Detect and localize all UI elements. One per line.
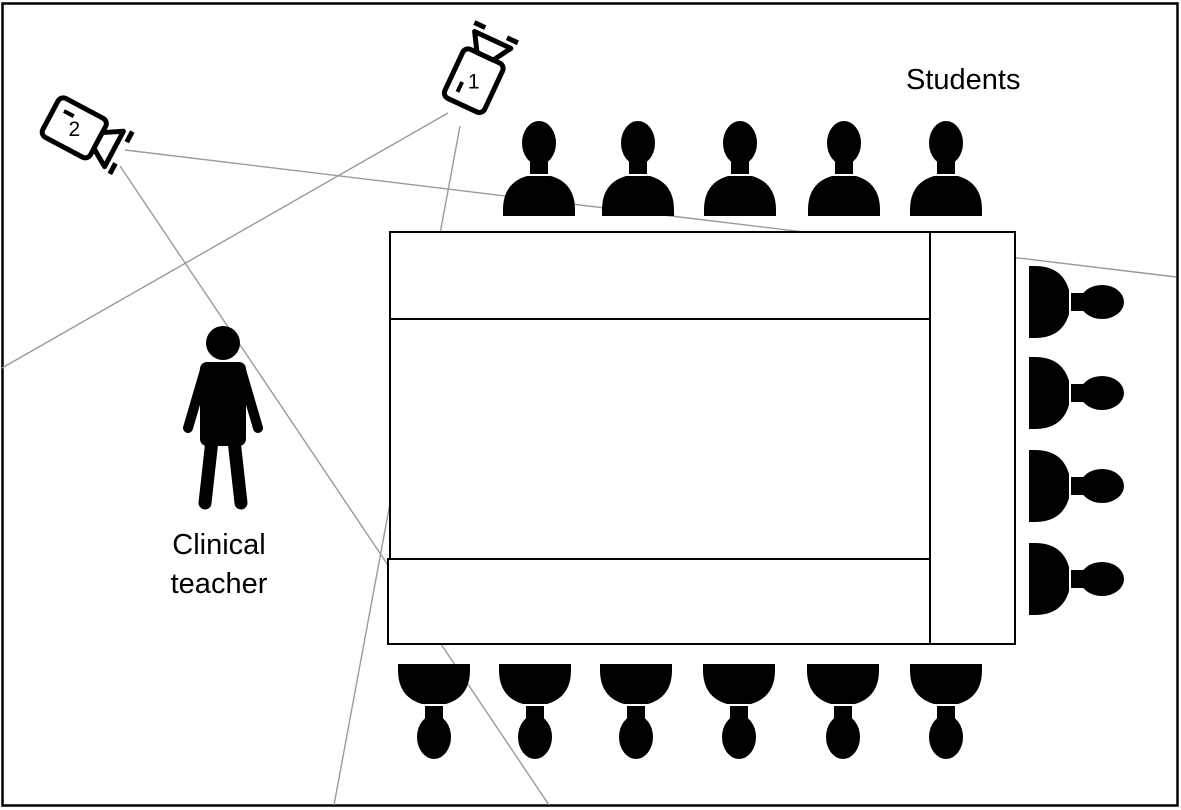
camera-2-icon: 2 xyxy=(39,95,135,176)
student-icon xyxy=(398,664,470,759)
student-icon xyxy=(503,121,575,216)
students-label: Students xyxy=(906,64,1021,96)
teacher-label-line-2: teacher xyxy=(170,568,268,600)
teacher-label: Clinical teacher xyxy=(148,526,290,604)
table xyxy=(387,231,1016,645)
student-icon xyxy=(1029,266,1124,338)
camera-1-sightline-left xyxy=(1,112,449,369)
teacher-figure-icon xyxy=(183,326,263,510)
student-icon xyxy=(499,664,571,759)
table-bottom-section xyxy=(387,558,931,645)
teacher-label-line-1: Clinical xyxy=(172,529,266,561)
student-icon xyxy=(807,664,879,759)
camera-1-number: 1 xyxy=(468,71,480,94)
camera-2-sightline-bottom xyxy=(119,165,550,806)
camera-1-icon: 1 xyxy=(441,20,519,116)
students-right-column xyxy=(1029,266,1124,615)
student-icon xyxy=(910,664,982,759)
student-icon xyxy=(1029,543,1124,615)
student-icon xyxy=(703,664,775,759)
student-icon xyxy=(600,664,672,759)
student-icon xyxy=(808,121,880,216)
student-icon xyxy=(1029,357,1124,429)
student-icon xyxy=(602,121,674,216)
students-top-row xyxy=(503,121,982,216)
table-top-section xyxy=(389,231,931,320)
student-icon xyxy=(910,121,982,216)
student-icon xyxy=(1029,450,1124,522)
student-icon xyxy=(704,121,776,216)
camera-2-number: 2 xyxy=(68,118,80,141)
